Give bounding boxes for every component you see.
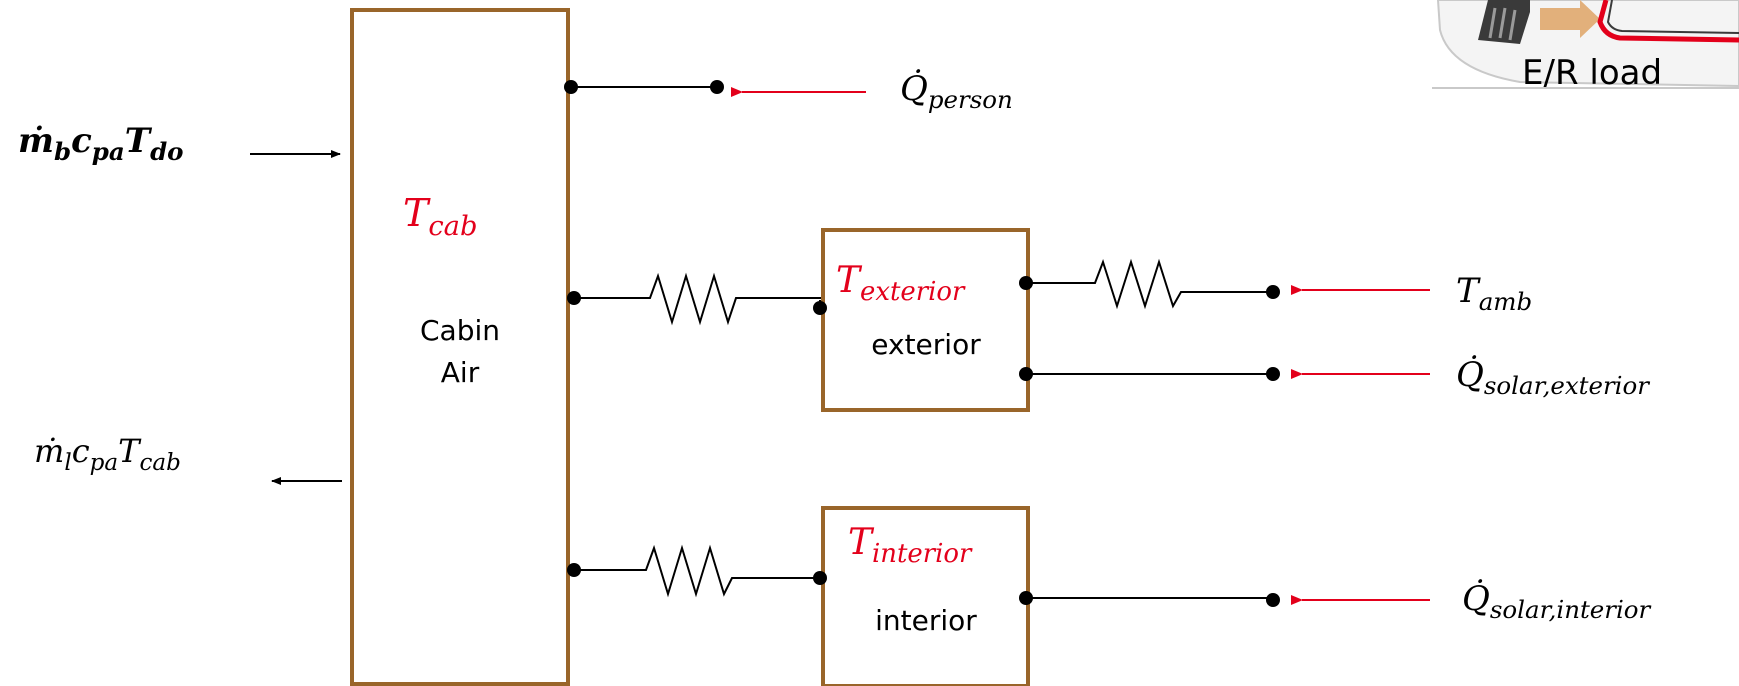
- corner-vehicle-image: E/R load: [1432, 0, 1739, 93]
- exterior-label: exterior: [871, 328, 981, 361]
- cabin-label-line2: Air: [441, 356, 480, 389]
- q-person-label: Q̇person: [900, 69, 1013, 114]
- interior-label: interior: [875, 604, 977, 637]
- exterior-amb-resistor: [1019, 262, 1430, 306]
- q-solar-exterior-label: Q̇solar,exterior: [1456, 355, 1650, 400]
- t-amb-label: Tamb: [1456, 271, 1532, 316]
- interior-solar-connection: [1019, 591, 1430, 607]
- flow-arrow-icon: [1540, 8, 1580, 30]
- cabin-interior-resistor: [567, 548, 827, 594]
- cabin-exterior-resistor: [567, 276, 827, 322]
- exterior-node-box: [823, 230, 1028, 410]
- exterior-temperature-label: Texterior: [836, 260, 966, 307]
- outflow-label: ṁlcpaTcab: [34, 432, 181, 476]
- exterior-solar-connection: [1019, 367, 1430, 381]
- cabin-temperature-label: Tcab: [403, 191, 478, 242]
- cabin-air-box: [352, 10, 568, 684]
- q-solar-interior-label: Q̇solar,interior: [1462, 579, 1652, 624]
- cabin-label-line1: Cabin: [420, 314, 500, 347]
- corner-image-caption: E/R load: [1522, 53, 1662, 93]
- interior-temperature-label: Tinterior: [848, 522, 973, 569]
- q-person-connection: [564, 80, 866, 94]
- inflow-label: ṁbcpaTdo: [18, 121, 184, 166]
